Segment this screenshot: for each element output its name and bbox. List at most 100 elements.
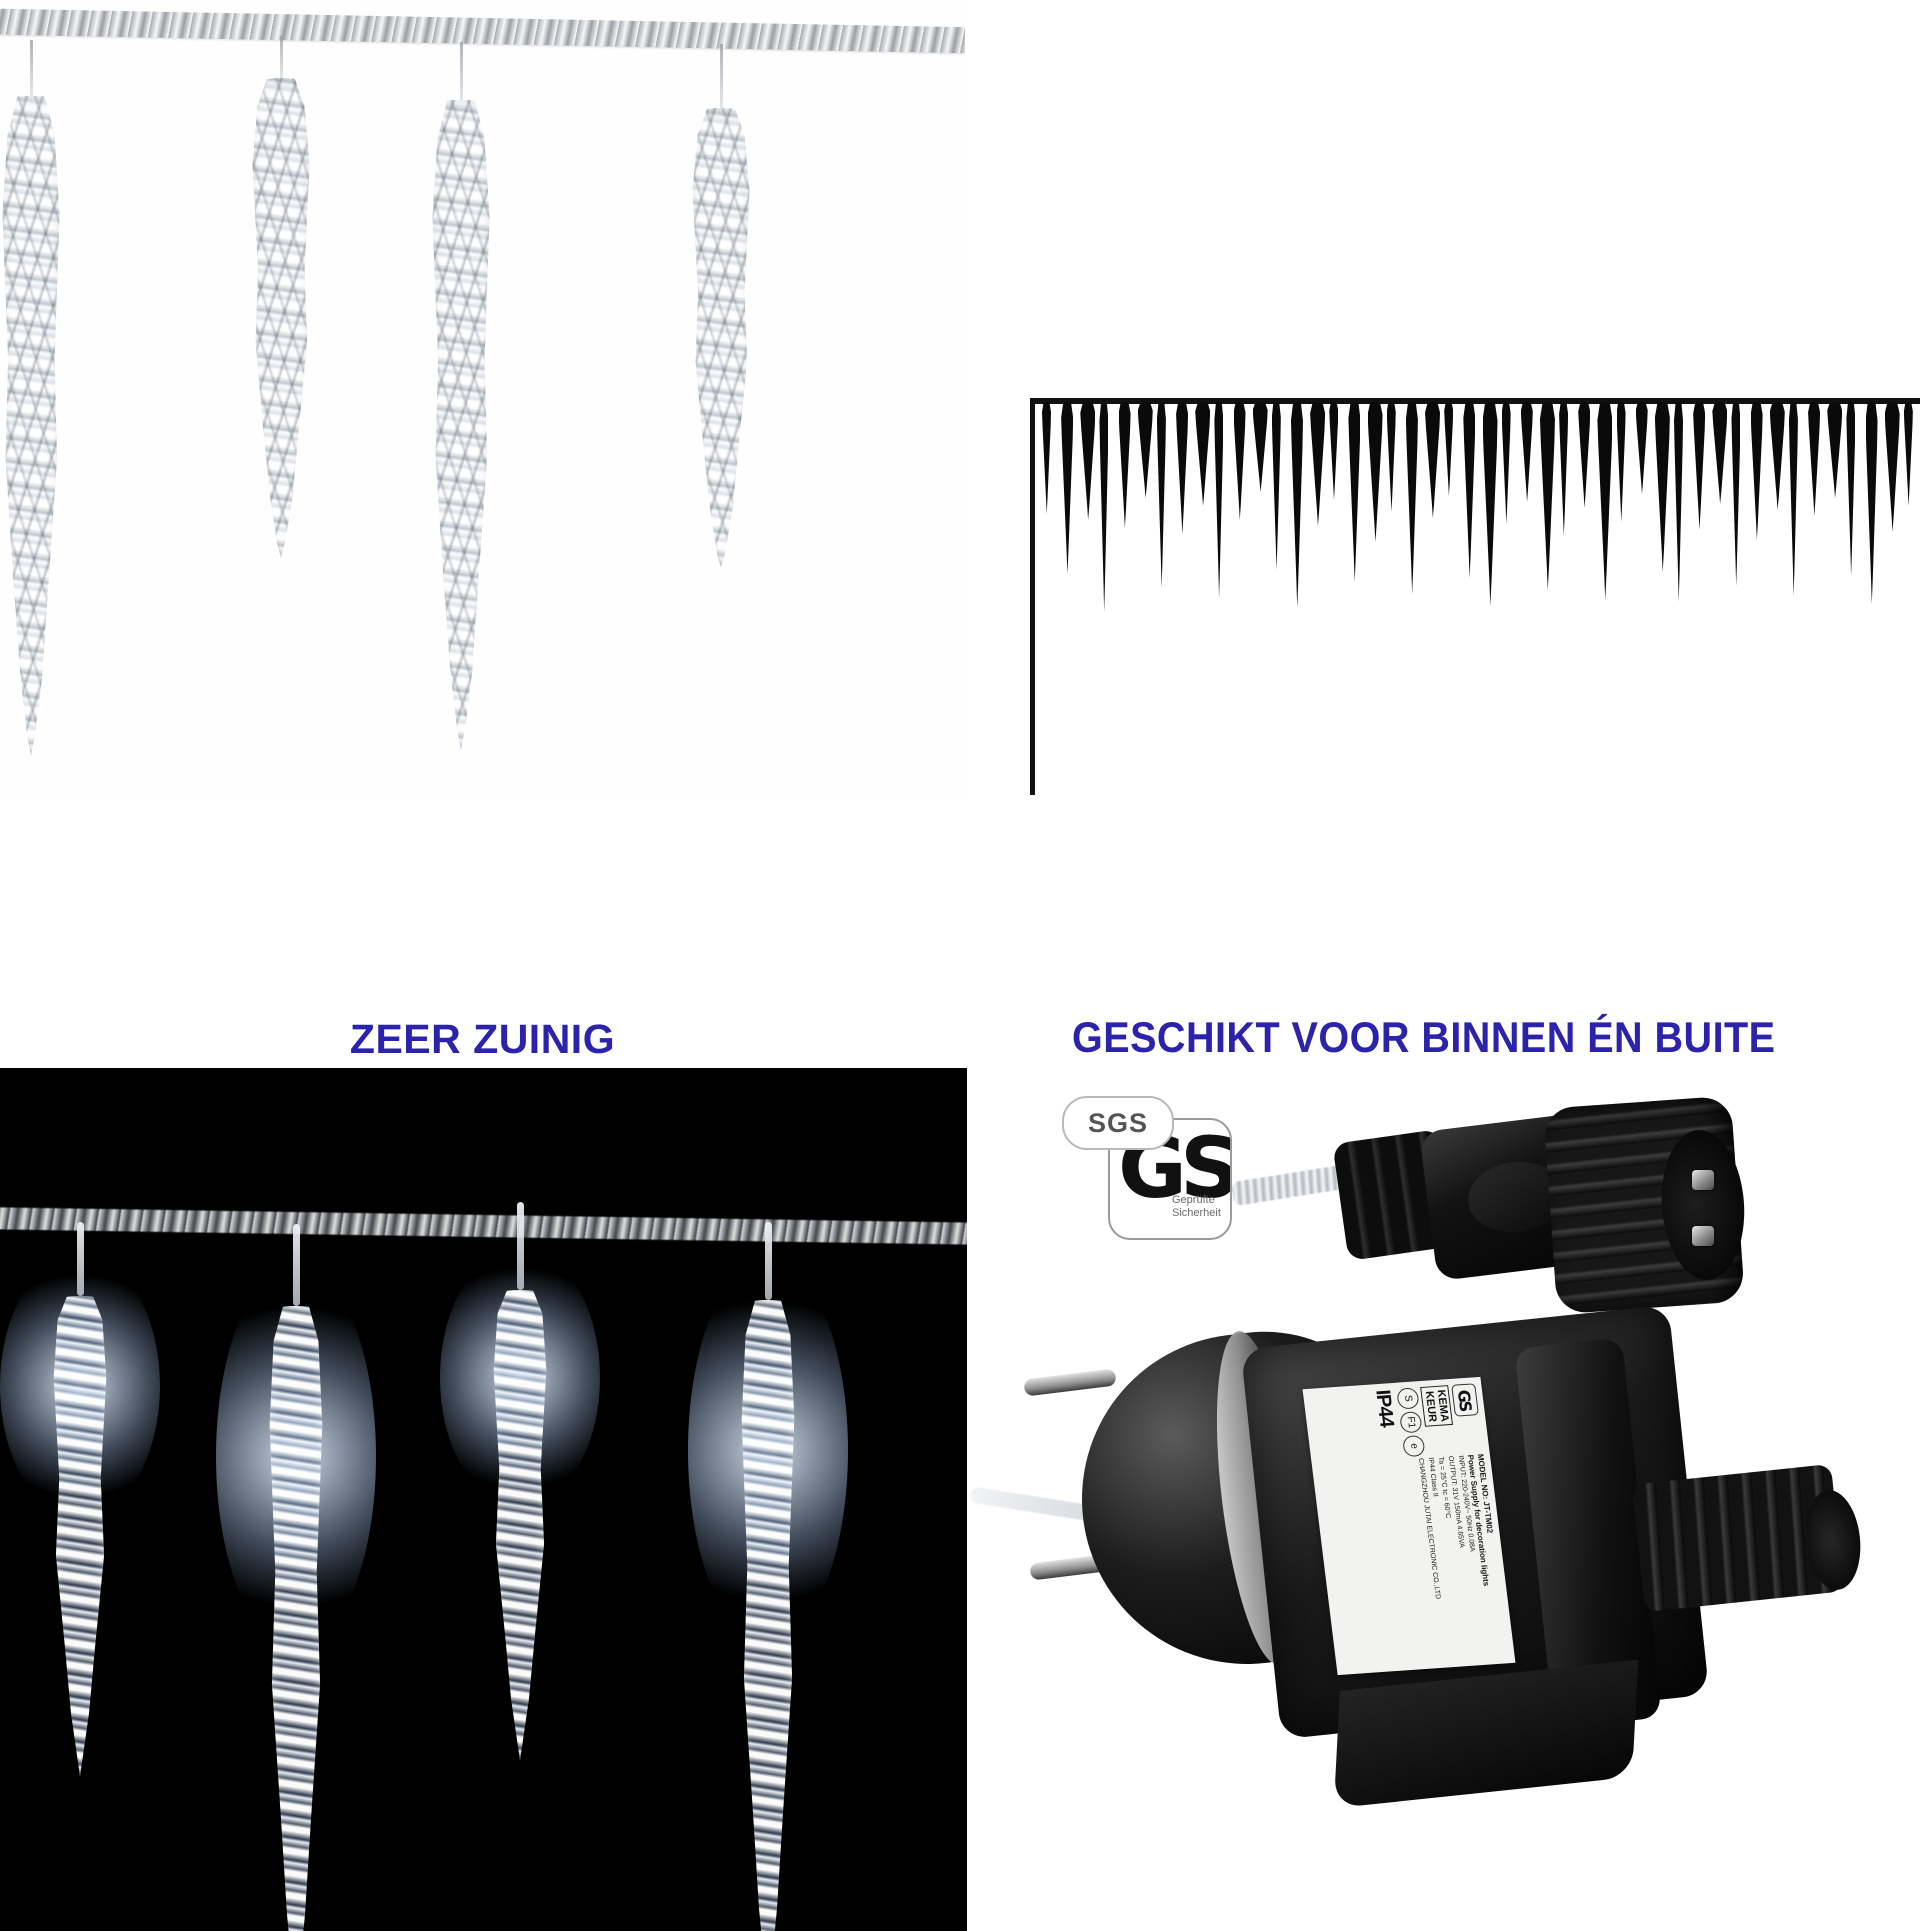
silhouette-spike	[1405, 402, 1418, 594]
panel-plug-connector: GS Geprüfte Sicherheit SGS	[970, 1068, 1920, 1931]
silhouette-spike	[1808, 402, 1821, 516]
plug-label-text-column: MODEL NO: JT-TM02 Power Supply for decor…	[1318, 1454, 1509, 1669]
silhouette-spike	[1271, 402, 1281, 570]
panel-lit-icicles: Illuminated cool-white LED icicles glowi…	[0, 1068, 967, 1931]
drop-wire-lit	[517, 1202, 524, 1290]
label-ip-rating: IP44	[1371, 1388, 1398, 1428]
sgs-gs-logo: GS Geprüfte Sicherheit SGS	[1062, 1096, 1232, 1256]
silhouette-spike	[1195, 402, 1211, 506]
silhouette-spike	[1463, 402, 1476, 578]
plug-cord	[970, 1486, 1095, 1522]
silhouette-spike	[1099, 402, 1109, 612]
silhouette-spike	[1348, 402, 1361, 582]
silhouette-spike	[1654, 402, 1670, 572]
silhouette-spike	[1788, 402, 1798, 596]
plug-label-marks-column: GS KEMA KEUR S F1 e IP44	[1309, 1383, 1483, 1460]
silhouette-spike	[1693, 402, 1706, 530]
drop-wire-clear	[30, 40, 33, 96]
string-wire-clear	[0, 8, 965, 54]
heading-zeer-zuinig: ZEER ZUINIG	[349, 1016, 616, 1062]
silhouette-spike	[1559, 402, 1569, 536]
silhouette-spike	[1865, 402, 1878, 604]
icicle-facet-overlay	[692, 108, 750, 568]
silhouette-spike	[1520, 402, 1533, 502]
silhouette-top-wire	[1030, 398, 1920, 404]
silhouette-spike	[1329, 402, 1339, 500]
silhouette-spike	[1769, 402, 1785, 510]
icicle-clear	[2, 96, 60, 756]
icicle-lit	[53, 1296, 107, 1776]
silhouette-spike	[1386, 402, 1396, 512]
icicle-lit	[741, 1300, 795, 1931]
silhouette-spike	[1674, 402, 1684, 602]
label-kema-keur-mark: KEMA KEUR	[1420, 1385, 1454, 1428]
silhouette-spike	[1539, 402, 1555, 590]
connector-pin-2	[1692, 1226, 1714, 1246]
silhouette-spike	[1444, 402, 1454, 496]
silhouette-left-rule	[1030, 398, 1035, 795]
waterproof-connector	[1230, 1095, 1752, 1315]
silhouette-spike	[1310, 402, 1326, 526]
panel-clear-caption: Clear acrylic icicle ornaments hanging f…	[0, 0, 1, 1]
drop-wire-clear	[460, 42, 463, 100]
silhouette-spike	[1731, 402, 1741, 586]
panel-plug-caption: Waterproof black connector and IP44 powe…	[970, 1068, 971, 1069]
gs-subtitle-line1: Geprüfte	[1172, 1194, 1215, 1206]
panel-silhouette-icicles: Black silhouette of icicle light string …	[968, 0, 1920, 795]
icicle-lit	[269, 1306, 323, 1931]
silhouette-spike	[1080, 402, 1096, 520]
drop-wire-lit	[765, 1222, 772, 1300]
silhouette-spike	[1367, 402, 1383, 542]
silhouette-spike	[1137, 402, 1153, 498]
silhouette-spike	[1827, 402, 1843, 498]
gs-subtitle: Geprüfte Sicherheit	[1172, 1194, 1221, 1220]
silhouette-spike	[1750, 402, 1763, 540]
plug-rating-label: GS KEMA KEUR S F1 e IP44	[1302, 1376, 1516, 1676]
silhouette-spike	[1597, 402, 1613, 600]
panel-clear-icicles: Clear acrylic icicle ornaments hanging f…	[0, 0, 965, 795]
silhouette-spike	[1156, 402, 1166, 588]
panel-silhouette-caption: Black silhouette of icicle light string …	[968, 0, 969, 1]
gs-subtitle-line2: Sicherheit	[1172, 1207, 1221, 1219]
label-gs-mark: GS	[1451, 1383, 1479, 1417]
string-wire-lit	[0, 1207, 967, 1245]
icicle-facet-overlay	[432, 100, 490, 750]
drop-wire-lit	[293, 1224, 300, 1306]
silhouette-spike	[1712, 402, 1728, 504]
icicle-clear	[432, 100, 490, 750]
icicle-facet-overlay	[252, 78, 310, 558]
silhouette-spike	[1118, 402, 1131, 528]
icicle-clear	[252, 78, 310, 558]
silhouette-spike	[1884, 402, 1900, 532]
drop-wire-clear	[720, 44, 723, 108]
label-mark-s: S	[1396, 1387, 1420, 1410]
drop-wire-clear	[280, 36, 283, 78]
panel-lit-caption: Illuminated cool-white LED icicles glowi…	[0, 1068, 1, 1069]
power-supply-plug: GS KEMA KEUR S F1 e IP44	[970, 1304, 1894, 1918]
icicle-facet-overlay	[2, 96, 60, 756]
sgs-pill-label: SGS	[1062, 1096, 1174, 1150]
plug-rating-label-rotated: GS KEMA KEUR S F1 e IP44	[1303, 1383, 1516, 1625]
silhouette-spike	[1578, 402, 1591, 508]
silhouette-spike	[1616, 402, 1626, 522]
label-mark-e: e	[1402, 1434, 1426, 1458]
plug-label-columns: GS KEMA KEUR S F1 e IP44	[1304, 1378, 1515, 1674]
silhouette-spike	[1635, 402, 1648, 494]
silhouette-spike	[1903, 402, 1913, 506]
silhouette-spike	[1214, 402, 1224, 598]
silhouette-spike	[1501, 402, 1511, 524]
silhouette-spike	[1290, 402, 1303, 608]
silhouette-spike	[1482, 402, 1498, 606]
silhouette-spike	[1846, 402, 1856, 576]
connector-pin-1	[1692, 1170, 1714, 1190]
silhouette-spike	[1042, 402, 1051, 514]
icicle-lit	[493, 1290, 547, 1760]
silhouette-spike	[1176, 402, 1189, 534]
silhouette-spike	[1061, 402, 1074, 574]
silhouette-spike	[1425, 402, 1441, 518]
drop-wire-lit	[77, 1222, 84, 1296]
silhouette-spike	[1233, 402, 1246, 520]
silhouette-spike	[1252, 402, 1268, 492]
heading-geschikt-binnen-buiten: GESCHIKT VOOR BINNEN ÉN BUITE	[1072, 1014, 1776, 1062]
